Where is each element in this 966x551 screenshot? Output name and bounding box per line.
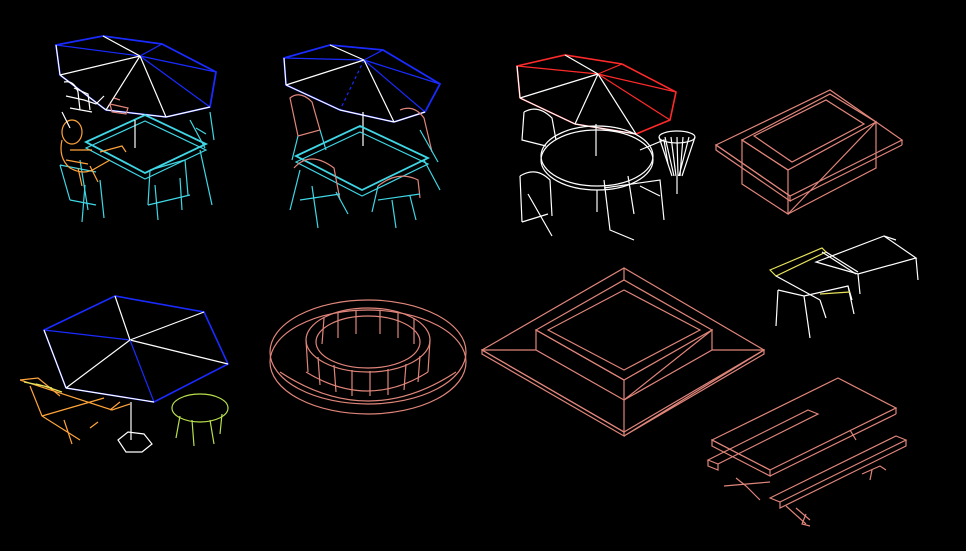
square-planter[interactable] xyxy=(480,267,766,438)
round-table-umbrella-set[interactable] xyxy=(516,54,696,241)
chair xyxy=(289,158,349,229)
waste-basket xyxy=(658,130,696,194)
umbrella-table-set-with-people[interactable] xyxy=(54,35,217,223)
chair xyxy=(399,107,441,191)
raised-planter[interactable] xyxy=(714,89,904,216)
round-table xyxy=(540,125,654,212)
deck-chair xyxy=(23,381,63,393)
chair xyxy=(59,159,105,223)
deck-chair xyxy=(19,377,131,445)
seated-person xyxy=(60,119,127,187)
seated-person xyxy=(61,81,105,129)
small-round-table xyxy=(171,393,229,447)
umbrella-canopy xyxy=(283,44,442,146)
square-table xyxy=(83,114,209,180)
cup-on-table xyxy=(109,97,129,115)
umbrella-table-set[interactable] xyxy=(283,44,442,229)
umbrella-with-loungers[interactable] xyxy=(19,295,230,453)
chair xyxy=(371,175,421,229)
chair xyxy=(189,111,215,149)
sun-lounger[interactable] xyxy=(768,235,919,339)
chair xyxy=(519,108,557,237)
chair xyxy=(603,139,669,241)
chair xyxy=(289,94,327,161)
umbrella-canopy xyxy=(42,295,230,453)
round-planter[interactable] xyxy=(269,299,467,415)
umbrella-canopy xyxy=(516,54,677,156)
square-table xyxy=(293,125,431,197)
chair xyxy=(147,149,213,221)
picnic-table[interactable] xyxy=(706,377,908,527)
